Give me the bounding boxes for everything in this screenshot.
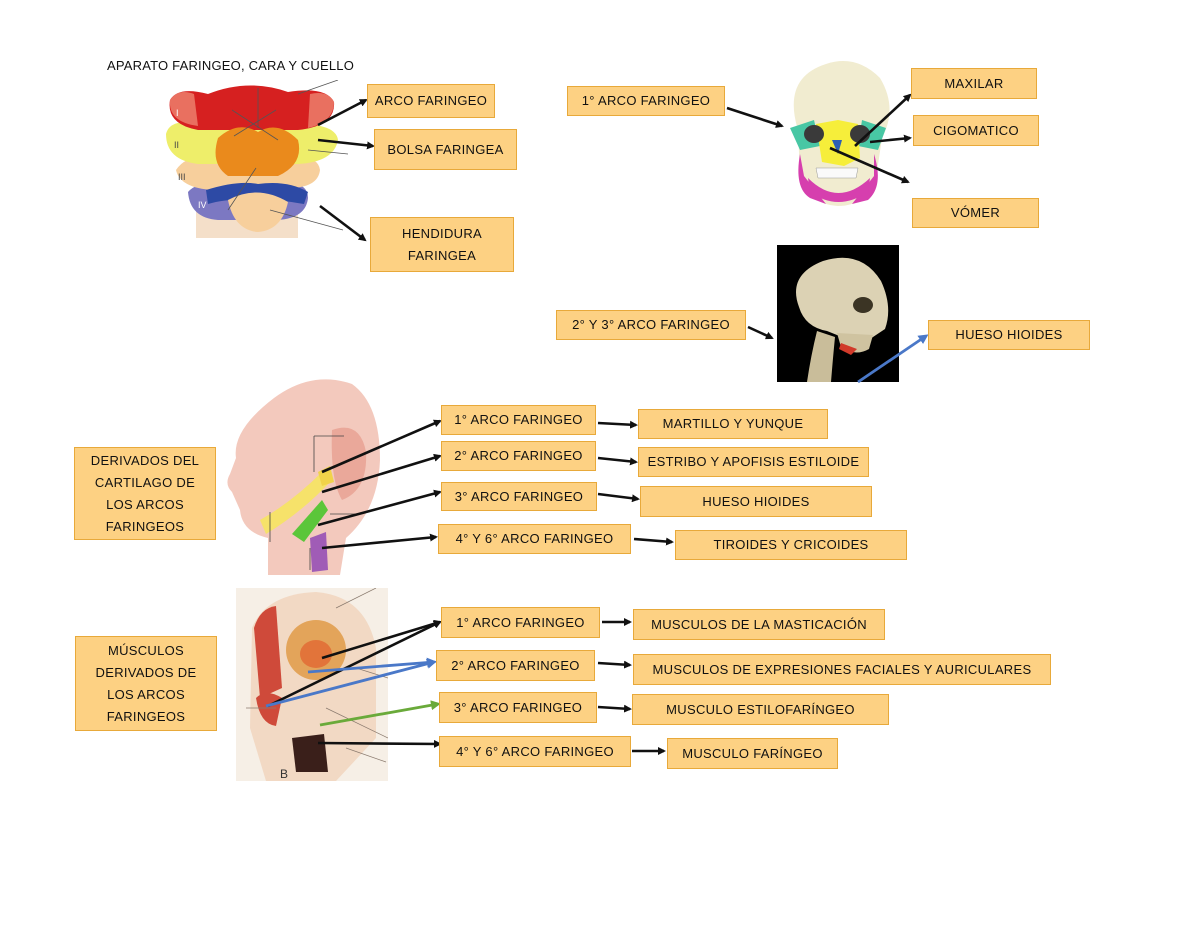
cigomatico-box: CIGOMATICO	[913, 115, 1039, 146]
hendidura-faringea-box: HENDIDURA FARINGEA	[370, 217, 514, 272]
muscle-arch-46-label: 4° Y 6° ARCO FARINGEO	[456, 743, 614, 759]
primer-arco-label: 1° ARCO FARINGEO	[581, 93, 711, 108]
arrow-expresiones	[597, 660, 632, 669]
blue-arrow-arch2-muscle-b	[265, 658, 437, 708]
skull-lateral-photo	[777, 245, 899, 382]
bolsa-faringea-box: BOLSA FARINGEA	[374, 129, 517, 170]
hueso-hioides-derivative-box: HUESO HIOIDES	[640, 486, 872, 517]
arco-faringeo-box: ARCO FARINGEO	[367, 84, 495, 118]
muscle-arch-2-box: 2° ARCO FARINGEO	[436, 650, 595, 681]
cartilage-arch-46-box: 4° Y 6° ARCO FARINGEO	[438, 524, 631, 554]
arrow-arch3-cartilage	[317, 489, 442, 527]
vomer-label: VÓMER	[950, 205, 1001, 220]
expresiones-faciales-box: MUSCULOS DE EXPRESIONES FACIALES Y AURIC…	[633, 654, 1051, 685]
maxilar-label: MAXILAR	[944, 75, 1004, 91]
martillo-yunque-box: MARTILLO Y YUNQUE	[638, 409, 828, 439]
muscle-arch-46-box: 4° Y 6° ARCO FARINGEO	[439, 736, 631, 767]
muscle-arch-1-box: 1° ARCO FARINGEO	[441, 607, 600, 638]
green-arrow-arch3-muscle	[319, 700, 441, 727]
arrow-to-skull-lateral	[747, 325, 774, 340]
musculo-faringeo-label: MUSCULO FARÍNGEO	[682, 745, 823, 761]
hueso-hioides-derivative-label: HUESO HIOIDES	[702, 493, 810, 509]
expresiones-faciales-label: MUSCULOS DE EXPRESIONES FACIALES Y AURIC…	[652, 661, 1032, 677]
cartilage-arch-1-label: 1° ARCO FARINGEO	[454, 412, 583, 427]
derivados-cartilago-box: DERIVADOS DEL CARTILAGO DE LOS ARCOS FAR…	[74, 447, 216, 540]
roman-numeral-iv: IV	[198, 200, 207, 210]
cartilage-arch-1-box: 1° ARCO FARINGEO	[441, 405, 596, 435]
arrow-tiroides	[633, 537, 674, 546]
muscle-arch-2-label: 2° ARCO FARINGEO	[451, 657, 580, 673]
musculos-derivados-label: MÚSCULOS DERIVADOS DE LOS ARCOS FARINGEO…	[95, 642, 197, 724]
arrow-to-cigomatico	[869, 134, 912, 144]
head-cartilage-illustration	[227, 379, 380, 575]
derivados-cartilago-label: DERIVADOS DEL CARTILAGO DE LOS ARCOS FAR…	[90, 452, 200, 534]
roman-numeral-i: I	[176, 108, 179, 118]
skull-frontal-illustration	[790, 61, 890, 206]
blue-arrow-to-hioides	[857, 334, 929, 384]
bolsa-faringea-label: BOLSA FARINGEA	[387, 141, 504, 157]
primer-arco-box: 1° ARCO FARINGEO	[567, 86, 725, 116]
cartilage-arch-2-box: 2° ARCO FARINGEO	[441, 441, 596, 471]
hueso-hioides-box: HUESO HIOIDES	[928, 320, 1090, 350]
cartilage-arch-46-label: 4° Y 6° ARCO FARINGEO	[455, 531, 614, 546]
estilofaringeo-box: MUSCULO ESTILOFARÍNGEO	[632, 694, 889, 725]
hueso-hioides-label: HUESO HIOIDES	[955, 327, 1063, 342]
arrow-martillo	[597, 420, 638, 429]
cartilage-arch-2-label: 2° ARCO FARINGEO	[454, 448, 583, 463]
martillo-yunque-label: MARTILLO Y YUNQUE	[662, 416, 804, 431]
arrow-arch1-muscle-b	[267, 620, 442, 708]
masticacion-label: MUSCULOS DE LA MASTICACIÓN	[651, 616, 867, 632]
pharyngeal-arches-illustration: I II III IV	[158, 80, 348, 240]
arrow-to-maxilar	[854, 93, 912, 147]
arrow-arch46-muscle	[317, 739, 442, 748]
tiroides-cricoides-label: TIROIDES Y CRICOIDES	[713, 537, 869, 552]
arrow-to-arco-faringeo	[317, 98, 368, 127]
maxilar-box: MAXILAR	[911, 68, 1037, 99]
arrow-arch2-cartilage	[321, 453, 442, 494]
arrow-arch1-cartilage	[321, 419, 442, 474]
hendidura-faringea-label: HENDIDURA FARINGEA	[402, 225, 482, 263]
estribo-apofisis-label: ESTRIBO Y APOFISIS ESTILOIDE	[647, 454, 860, 469]
musculo-faringeo-box: MUSCULO FARÍNGEO	[667, 738, 838, 769]
cartilage-arch-3-label: 3° ARCO FARINGEO	[454, 488, 584, 504]
vomer-box: VÓMER	[912, 198, 1039, 228]
arrow-arch46-cartilage	[321, 533, 438, 550]
page-title: APARATO FARINGEO, CARA Y CUELLO	[107, 58, 355, 73]
cigomatico-label: CIGOMATICO	[933, 122, 1019, 138]
arrow-hioides-2	[597, 492, 640, 503]
figure-letter: B	[280, 767, 288, 781]
estribo-apofisis-box: ESTRIBO Y APOFISIS ESTILOIDE	[638, 447, 869, 477]
tiroides-cricoides-box: TIROIDES Y CRICOIDES	[675, 530, 907, 560]
segundo-tercer-arco-label: 2° Y 3° ARCO FARINGEO	[572, 317, 730, 332]
muscle-arch-3-box: 3° ARCO FARINGEO	[439, 692, 597, 723]
cartilage-arch-3-box: 3° ARCO FARINGEO	[441, 482, 597, 511]
arrow-to-bolsa-faringea	[317, 138, 375, 150]
muscle-arch-3-label: 3° ARCO FARINGEO	[453, 699, 583, 715]
arrow-estribo	[597, 456, 638, 466]
musculos-derivados-box: MÚSCULOS DERIVADOS DE LOS ARCOS FARINGEO…	[75, 636, 217, 731]
roman-numeral-iii: III	[178, 172, 186, 182]
arrow-estilofaringeo	[597, 704, 632, 713]
segundo-tercer-arco-box: 2° Y 3° ARCO FARINGEO	[556, 310, 746, 340]
arrow-to-skull	[726, 106, 784, 128]
muscle-arch-1-label: 1° ARCO FARINGEO	[456, 614, 585, 630]
arrow-arch1-muscle-a	[321, 619, 442, 660]
estilofaringeo-label: MUSCULO ESTILOFARÍNGEO	[666, 701, 855, 717]
arrow-to-vomer	[829, 146, 910, 184]
arco-faringeo-label: ARCO FARINGEO	[374, 93, 488, 108]
arrow-to-hendidura-faringea	[319, 204, 367, 242]
roman-numeral-ii: II	[174, 140, 179, 150]
blue-arrow-arch2-muscle-a	[307, 657, 437, 674]
masticacion-box: MUSCULOS DE LA MASTICACIÓN	[633, 609, 885, 640]
